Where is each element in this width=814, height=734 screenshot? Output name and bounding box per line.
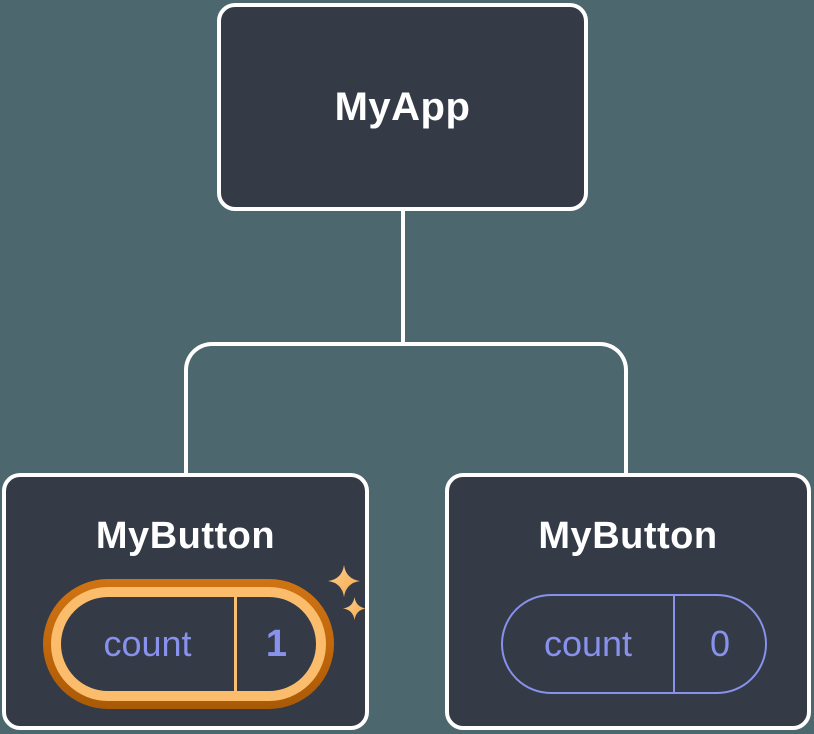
state-pill-highlighted-inner: count 1 [51, 587, 326, 701]
state-value: 0 [709, 623, 731, 664]
node-myapp: MyApp [217, 3, 588, 211]
connector-branch-bracket [184, 342, 628, 473]
state-key: count [543, 623, 633, 664]
node-myapp-label: MyApp [334, 84, 471, 129]
state-key: count [103, 623, 192, 664]
node-mybutton-left-label: MyButton [95, 515, 276, 557]
state-pill-divider [673, 596, 675, 692]
node-mybutton-left: MyButton count 1 [2, 473, 369, 730]
state-pill-highlighted: count 1 [43, 579, 334, 709]
connector-root-stem [401, 209, 405, 344]
sparkle-icon-small [343, 597, 366, 620]
sparkle-icon [328, 565, 360, 597]
state-value: 1 [265, 622, 288, 665]
state-pill-divider [234, 597, 237, 691]
node-mybutton-right-label: MyButton [538, 515, 718, 557]
node-mybutton-right: MyButton count 0 [445, 473, 811, 730]
state-pill: count 0 [501, 594, 767, 694]
